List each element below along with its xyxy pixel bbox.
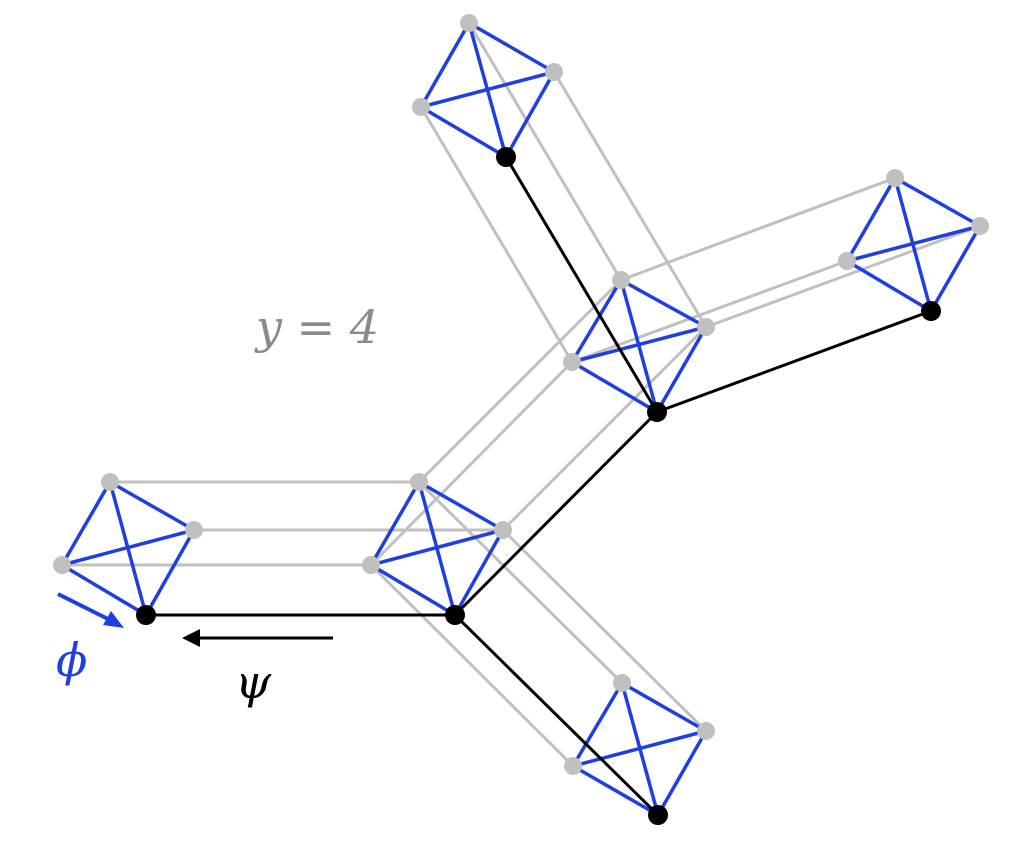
- phi-label: ϕ: [56, 633, 87, 687]
- black-tree-edges: [144, 155, 933, 817]
- gray-edge: [419, 105, 574, 364]
- gray-node: [838, 252, 856, 270]
- gray-node: [53, 556, 71, 574]
- blue-edge: [60, 563, 148, 617]
- gray-edge: [619, 176, 897, 282]
- black-node: [648, 805, 668, 825]
- psi-arrow: [182, 629, 333, 647]
- gray-node: [613, 674, 631, 692]
- blue-edge: [929, 224, 982, 313]
- blue-edge: [656, 729, 708, 817]
- gray-edge: [501, 325, 708, 532]
- gray-node: [410, 473, 428, 491]
- graph-nodes: [53, 14, 989, 825]
- gray-node: [101, 473, 119, 491]
- y-equals-label: y = 4: [254, 300, 379, 354]
- blue-edge: [504, 70, 556, 159]
- blue-edge: [419, 105, 508, 159]
- blue-edge: [655, 325, 708, 414]
- blue-edge: [570, 278, 623, 364]
- gray-node: [697, 722, 715, 740]
- gray-node: [362, 556, 380, 574]
- blue-edge: [453, 528, 505, 617]
- blue-edge: [369, 480, 421, 567]
- gray-edge: [704, 224, 982, 329]
- black-node: [445, 605, 465, 625]
- gray-edge: [552, 70, 708, 329]
- gray-edge: [417, 480, 624, 685]
- blue-edge: [893, 176, 982, 228]
- black-node: [921, 301, 941, 321]
- gray-node: [545, 63, 563, 81]
- gray-node: [971, 217, 989, 235]
- gray-edge: [369, 563, 575, 768]
- gray-node: [612, 271, 630, 289]
- gray-node: [886, 169, 904, 187]
- black-edge: [655, 309, 933, 414]
- gray-node: [494, 521, 512, 539]
- blue-edge: [570, 325, 708, 364]
- black-node: [647, 402, 667, 422]
- gray-node: [185, 521, 203, 539]
- blue-edge: [619, 278, 708, 329]
- blue-edge: [845, 259, 933, 313]
- gray-node: [460, 14, 478, 32]
- gray-node: [564, 757, 582, 775]
- blue-edge: [571, 681, 624, 768]
- blue-edge: [369, 563, 457, 617]
- gray-node: [412, 98, 430, 116]
- blue-edge: [845, 224, 982, 263]
- blue-complete-graph-edges: [60, 21, 982, 817]
- black-node: [136, 605, 156, 625]
- gray-edge: [501, 528, 708, 733]
- blue-edge: [417, 480, 505, 532]
- blue-edge: [467, 21, 556, 74]
- blue-edge: [419, 70, 556, 109]
- black-node: [496, 147, 516, 167]
- blue-edge: [620, 681, 708, 733]
- black-edge: [453, 410, 659, 617]
- gray-node: [697, 318, 715, 336]
- blue-edge: [845, 176, 897, 263]
- gray-edge: [467, 21, 623, 282]
- blue-edge: [144, 528, 196, 617]
- blue-edge: [571, 729, 708, 768]
- gray-connector-edges: [60, 21, 982, 768]
- gray-node: [563, 353, 581, 371]
- gray-edge: [417, 278, 623, 484]
- blue-edge: [571, 764, 660, 817]
- blue-edge: [419, 21, 471, 109]
- phi-arrow: [57, 592, 124, 628]
- blue-edge: [60, 480, 112, 567]
- black-edge: [504, 155, 659, 414]
- blue-edge: [570, 360, 659, 414]
- psi-label: ψ: [235, 655, 272, 709]
- gray-edge: [369, 360, 574, 567]
- black-edge: [453, 613, 660, 817]
- blue-edge: [60, 528, 196, 567]
- blue-edge: [369, 528, 505, 567]
- blue-edge: [108, 480, 196, 532]
